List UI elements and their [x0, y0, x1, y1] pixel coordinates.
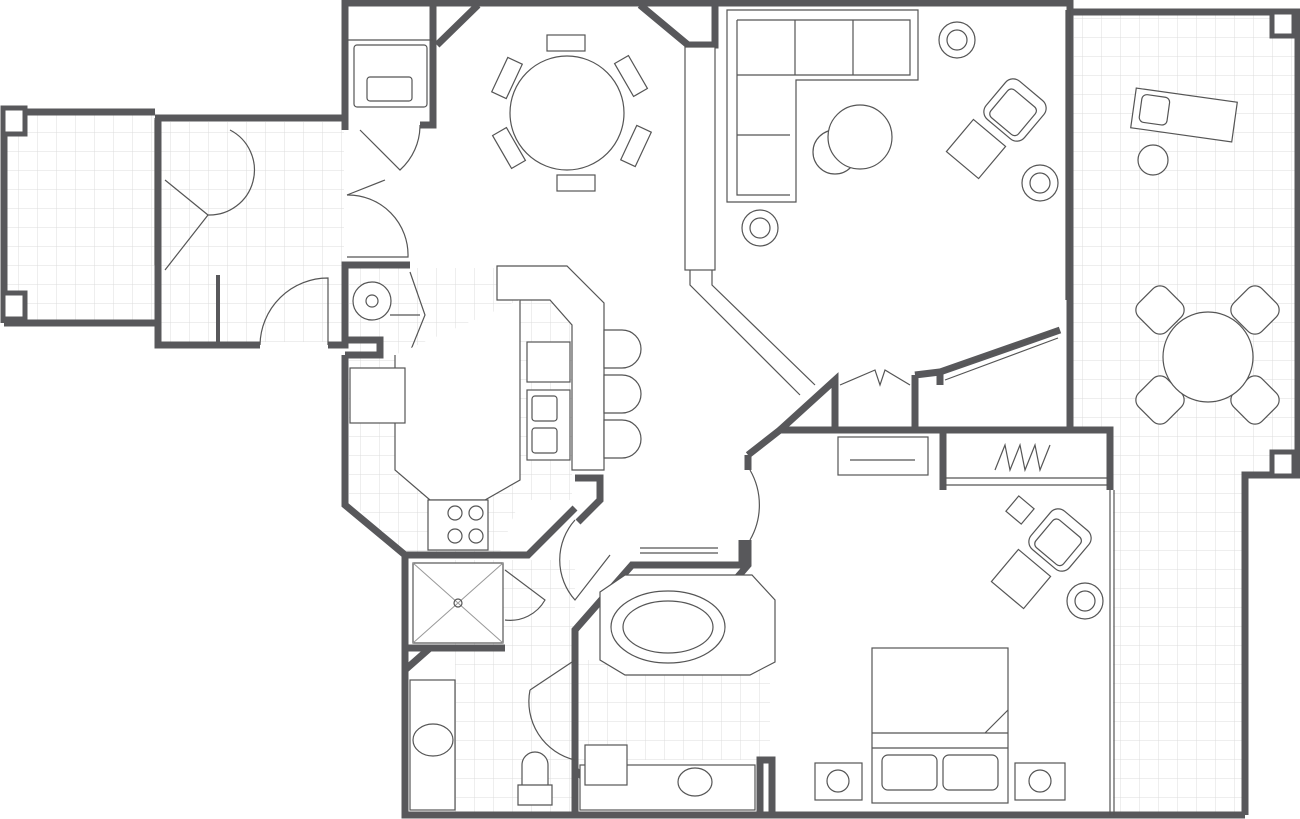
ottoman — [990, 548, 1052, 610]
bar-stool — [603, 374, 642, 414]
dining-table — [509, 55, 625, 171]
dining-chair — [491, 126, 527, 170]
left-patio-floor — [6, 112, 156, 322]
armchair — [983, 78, 1047, 142]
foyer-closet-door[interactable] — [164, 129, 256, 271]
refrigerator — [349, 367, 406, 424]
sink — [412, 723, 454, 757]
floor-lamp — [938, 21, 976, 59]
balcony — [1130, 87, 1280, 425]
floor-lamp — [741, 209, 779, 247]
closet-door[interactable] — [359, 124, 421, 171]
bar-stool — [603, 329, 642, 369]
washer-dryer — [347, 39, 433, 108]
dishwasher — [526, 341, 571, 383]
ottoman — [945, 118, 1007, 180]
foyer-door[interactable] — [259, 277, 329, 346]
pillow — [942, 754, 999, 791]
chaise-lounge — [1130, 87, 1238, 143]
stove — [427, 499, 489, 551]
bath-door[interactable] — [559, 519, 611, 601]
entry-door[interactable] — [346, 179, 386, 196]
nightstand — [814, 762, 863, 801]
floor-lamp — [1021, 164, 1059, 202]
dining-set — [490, 34, 653, 192]
side-table — [1137, 144, 1169, 176]
balcony-floor — [1072, 14, 1296, 812]
nightstand — [1014, 762, 1066, 801]
pantry-door[interactable] — [390, 271, 426, 353]
dining-chair — [613, 54, 649, 98]
kitchen — [349, 265, 642, 551]
closet-door[interactable] — [839, 369, 911, 387]
patio-post — [0, 105, 28, 137]
armchair — [1028, 508, 1092, 572]
vanity-floor — [575, 660, 770, 760]
balcony-post — [1269, 9, 1297, 39]
patio-chair — [1230, 285, 1280, 335]
floor-lamp — [1066, 582, 1104, 620]
bathroom — [409, 547, 776, 811]
toilet-door[interactable] — [528, 659, 576, 761]
dining-chair — [490, 56, 524, 100]
dining-chair — [619, 124, 653, 168]
closet-rod — [994, 442, 1051, 473]
entry-door[interactable] — [346, 194, 409, 258]
partitions — [154, 10, 1115, 815]
patio-chair — [1135, 285, 1185, 335]
coffee-table — [827, 104, 893, 170]
pillow — [881, 754, 938, 791]
side-table — [1005, 495, 1035, 525]
sink — [677, 767, 713, 797]
foyer-floor — [160, 122, 344, 342]
dining-chair — [546, 34, 586, 52]
sectional-sofa — [726, 9, 919, 203]
balcony-post — [1269, 449, 1297, 479]
shower-door[interactable] — [504, 569, 546, 621]
bar-stool — [603, 419, 642, 459]
toilet — [517, 751, 553, 806]
bedroom — [814, 436, 1104, 804]
bedroom-door[interactable] — [749, 469, 760, 541]
dresser — [837, 436, 929, 476]
column — [684, 46, 716, 271]
dining-chair — [556, 174, 596, 192]
living-room — [726, 9, 1059, 247]
cabinet — [584, 744, 628, 786]
patio-post — [0, 290, 28, 322]
patio-table — [1162, 311, 1254, 403]
kitchen-counter — [496, 265, 605, 471]
doors[interactable] — [164, 124, 911, 761]
